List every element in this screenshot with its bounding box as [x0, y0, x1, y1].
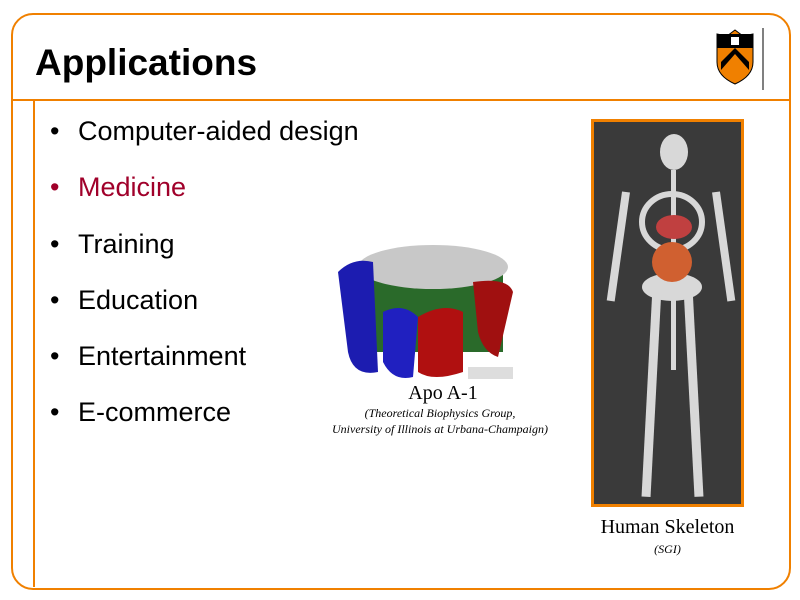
bullet-label: Training: [78, 228, 175, 259]
molecule-credit-line1: (Theoretical Biophysics Group,: [364, 406, 516, 420]
bullet-label: Medicine: [78, 172, 187, 203]
bullet-item: •Computer-aided design: [50, 116, 359, 146]
bullet-list: •Computer-aided design •Medicine •Traini…: [50, 110, 359, 448]
bullet-item: •Medicine: [50, 172, 187, 203]
bullet-label: Computer-aided design: [78, 116, 359, 146]
bullet-item: •Training: [50, 228, 175, 259]
skeleton-caption: Human Skeleton: [600, 516, 735, 538]
title-divider: [11, 99, 789, 101]
human-skeleton-image: [591, 119, 744, 507]
molecule-credit-line2: University of Illinois at Urbana-Champai…: [332, 422, 548, 436]
slide-title: Applications: [35, 42, 258, 83]
princeton-shield-logo: [716, 28, 764, 90]
bullet-label: E-commerce: [78, 397, 232, 428]
bullet-item: •E-commerce: [50, 397, 232, 428]
bullet-item: •Entertainment: [50, 341, 247, 372]
skeleton-credit: (SGI): [654, 542, 681, 556]
slide-frame: [11, 13, 791, 590]
molecule-caption: Apo A-1: [408, 382, 478, 404]
left-rule: [33, 101, 35, 587]
bullet-label: Entertainment: [78, 341, 247, 372]
bullet-label: Education: [78, 284, 199, 315]
bullet-item: •Education: [50, 284, 199, 315]
apo-a1-molecule-image: [338, 245, 513, 379]
